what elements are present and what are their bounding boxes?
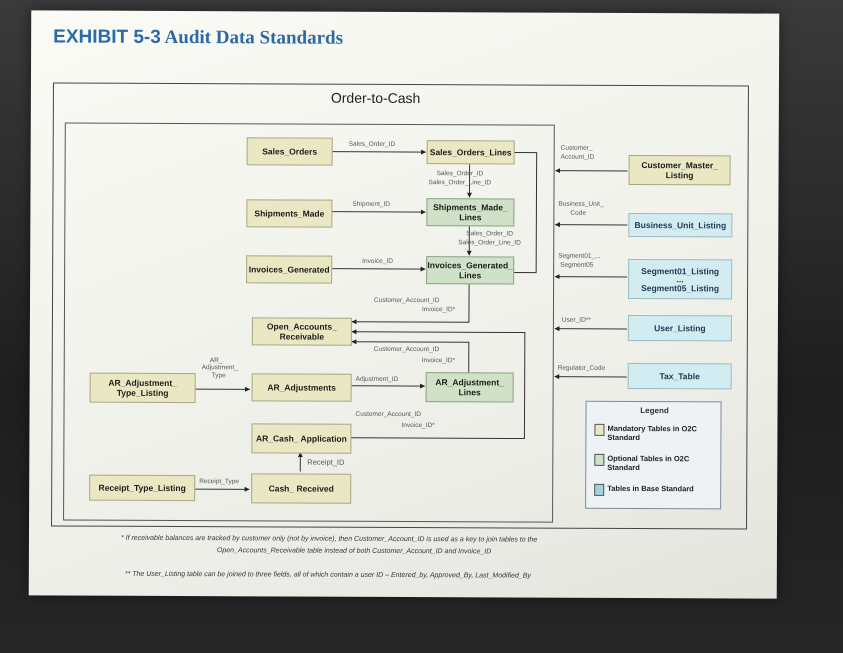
table-business-unit-listing: Business_Unit_Listing xyxy=(628,212,733,238)
link-label: Type xyxy=(211,372,226,380)
exhibit-page: EXHIBIT 5-3 Audit Data Standards Order-t… xyxy=(28,10,780,599)
table-user-listing: User_Listing xyxy=(627,314,732,342)
link-label: Customer_Account_ID xyxy=(373,345,440,354)
link-label: Sales_Order_ID xyxy=(466,230,513,238)
table-tax-table: Tax_Table xyxy=(627,362,732,390)
segment05-listing-label: Segment05_Listing xyxy=(641,282,720,293)
table-ar-adjustments: AR_Adjustments xyxy=(251,373,352,402)
footnote-1-line-2: Open_Accounts_Receivable table instead o… xyxy=(216,547,492,556)
legend-optional-label: Optional Tables in O2C Standard xyxy=(607,453,690,473)
table-ar-cash-application: AR_Cash_ Application xyxy=(251,423,352,454)
legend-item-mandatory: Mandatory Tables in O2C Standard xyxy=(594,423,718,443)
legend-mandatory-label: Mandatory Tables in O2C Standard xyxy=(607,423,697,443)
link-label: Business_Unit_ xyxy=(558,200,604,208)
table-receipt-type-listing: Receipt_Type_Listing xyxy=(89,474,196,502)
base-swatch xyxy=(594,483,605,496)
legend-base-label: Tables in Base Standard xyxy=(607,483,694,494)
connector-lines xyxy=(194,149,628,492)
link-label: Segment01_... xyxy=(558,252,601,260)
link-label: Invoice_ID xyxy=(362,257,393,265)
link-label: Sales_Order_Line_ID xyxy=(458,239,521,247)
table-ar-adjustment-lines: AR_Adjustment_ Lines xyxy=(425,372,514,403)
link-label: Invoice_ID* xyxy=(401,421,435,430)
link-label: Adjustment_ID xyxy=(355,375,399,383)
table-open-accounts-receivable: Open_Accounts_ Receivable xyxy=(251,317,352,346)
link-label: Sales_Order_ID xyxy=(436,170,484,178)
link-label: Account_ID xyxy=(560,153,595,161)
table-sales-orders: Sales_Orders xyxy=(246,137,333,166)
link-label: Regulator_Code xyxy=(557,364,606,372)
link-label: Segment05 xyxy=(560,261,594,269)
link-label: Code xyxy=(570,209,586,217)
table-invoices-generated-lines: Invoices_Generated_ Lines xyxy=(426,256,515,285)
link-label: Sales_Order_Line_ID xyxy=(428,179,492,187)
legend: Legend Mandatory Tables in O2C Standard … xyxy=(585,400,722,510)
link-label: User_ID** xyxy=(561,316,591,324)
table-shipments-made-lines: Shipments_Made_ Lines xyxy=(426,198,515,227)
link-label: Adjustment_ xyxy=(201,364,238,372)
link-label: Receipt_ID xyxy=(307,457,345,467)
link-label: Sales_Order_ID xyxy=(348,140,396,148)
link-label: Customer_Account_ID xyxy=(355,410,421,419)
table-ar-adjustment-type-listing: AR_Adjustment_ Type_Listing xyxy=(89,372,196,404)
link-label: Invoice_ID* xyxy=(421,357,456,365)
legend-title: Legend xyxy=(640,406,669,416)
segment-ellipsis: ... xyxy=(676,273,684,284)
table-sales-orders-lines: Sales_Orders_Lines xyxy=(426,140,515,165)
table-segment-listing: Segment01_Listing ... Segment05_Listing xyxy=(628,258,733,300)
link-label: Customer_ xyxy=(560,144,593,152)
link-label: Invoice_ID* xyxy=(421,306,456,314)
table-cash-received: Cash_ Received xyxy=(251,473,352,504)
table-customer-master-listing: Customer_Master_ Listing xyxy=(628,154,731,186)
link-label: Shipment_ID xyxy=(352,200,391,208)
table-shipments-made: Shipments_Made xyxy=(246,199,333,228)
optional-swatch xyxy=(594,453,605,466)
mandatory-swatch xyxy=(594,423,605,436)
legend-item-base: Tables in Base Standard xyxy=(594,483,718,497)
link-label: Customer_Account_ID xyxy=(374,296,440,305)
link-label: Receipt_Type xyxy=(199,478,239,486)
legend-item-optional: Optional Tables in O2C Standard xyxy=(594,453,718,473)
table-invoices-generated: Invoices_Generated xyxy=(246,255,333,284)
